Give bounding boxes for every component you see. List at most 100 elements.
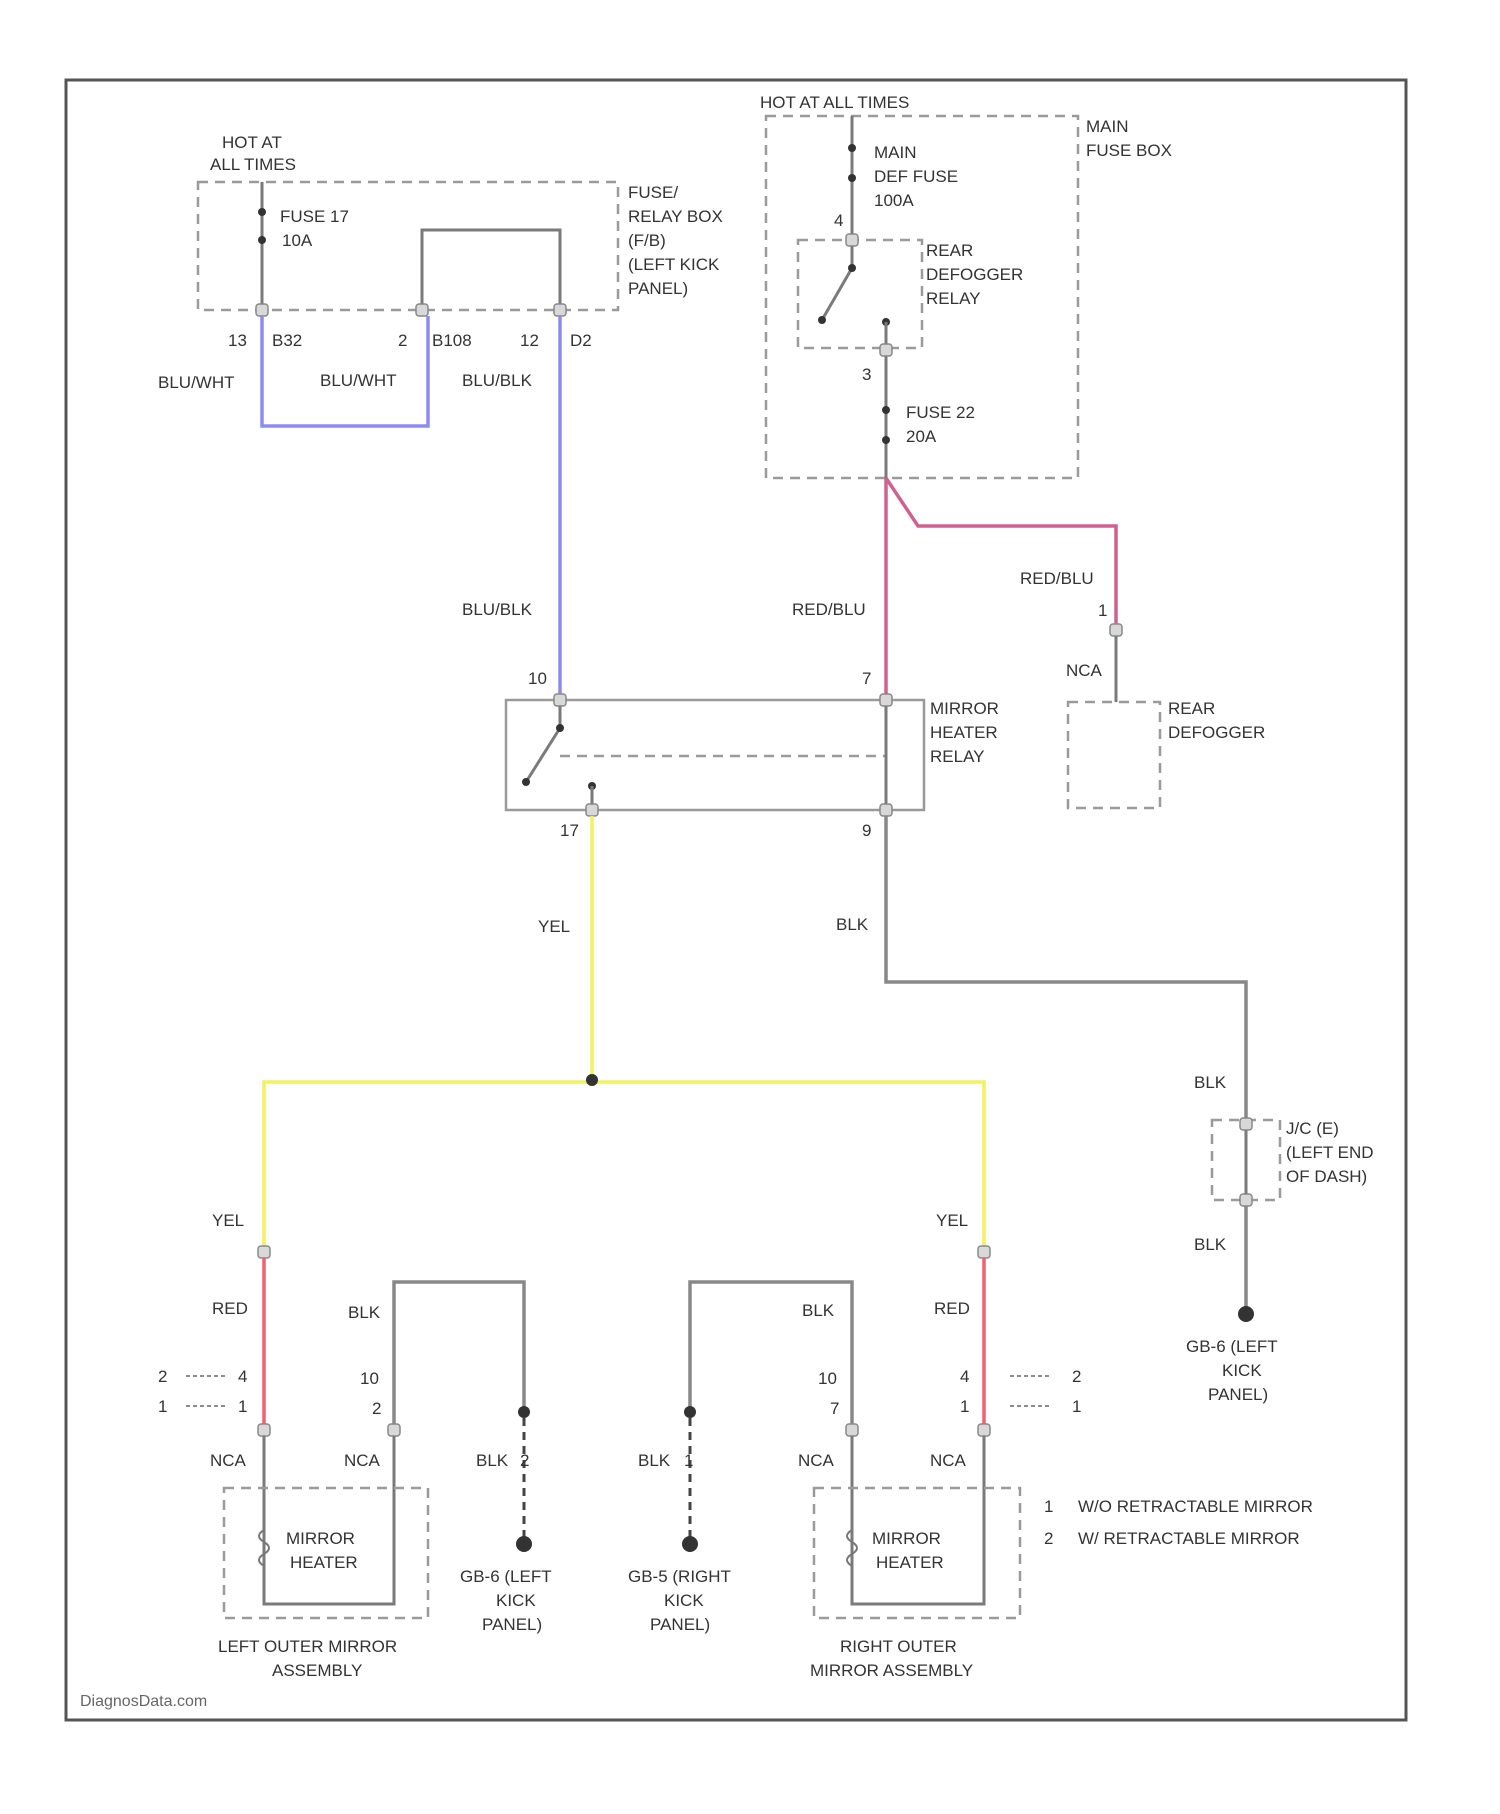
- main-fuse-dot-1: [848, 144, 856, 152]
- wire-yel-main-label: YEL: [538, 917, 570, 936]
- legend-2-number: 2: [1044, 1529, 1053, 1548]
- jc-terminal-top: [1240, 1118, 1252, 1130]
- blk-left-option-num: 2: [520, 1451, 529, 1470]
- g6-left-kick-b-label-2: KICK: [496, 1591, 536, 1610]
- rear-defogger-label-2: DEFOGGER: [1168, 723, 1265, 742]
- rear-defogger-relay-label-3: RELAY: [926, 289, 981, 308]
- wire-blu-wht-label-1: BLU/WHT: [158, 373, 235, 392]
- watermark: DiagnosData.com: [80, 1693, 207, 1710]
- left-outer-mirror-label-2: ASSEMBLY: [272, 1661, 362, 1680]
- pin-4: 4: [834, 211, 843, 230]
- pin-12: 12: [520, 331, 539, 350]
- fuse-22-label: FUSE 22: [906, 403, 975, 422]
- wire-blu-wht-label-2: BLU/WHT: [320, 371, 397, 390]
- mirror-heater-relay-switch-blade: [526, 728, 560, 782]
- option-right-1: 1: [1072, 1397, 1081, 1416]
- rear-defogger-relay-dot-b: [818, 316, 826, 324]
- nca-right-2: NCA: [930, 1451, 967, 1470]
- conn-b32: B32: [272, 331, 302, 350]
- nca-right-1: NCA: [798, 1451, 835, 1470]
- main-fuse-box-label-2: FUSE BOX: [1086, 141, 1172, 160]
- right-outer-mirror-label-2: MIRROR ASSEMBLY: [810, 1661, 973, 1680]
- wire-red-blu-label-2: RED/BLU: [1020, 569, 1094, 588]
- fuse-17-label: FUSE 17: [280, 207, 349, 226]
- pin-right-10: 10: [818, 1369, 837, 1388]
- pin-3: 3: [862, 365, 871, 384]
- pin-7: 7: [862, 669, 871, 688]
- rear-defogger-terminal: [1110, 624, 1122, 636]
- jc-label-2: (LEFT END: [1286, 1143, 1374, 1162]
- blk-left-option: BLK: [476, 1451, 509, 1470]
- wire-blk-jc-label-1: BLK: [1194, 1073, 1227, 1092]
- fuse-17-rating: 10A: [282, 231, 313, 250]
- wire-red-blu-label-1: RED/BLU: [792, 600, 866, 619]
- jc-label-1: J/C (E): [1286, 1119, 1339, 1138]
- main-fuse-label-3: 100A: [874, 191, 914, 210]
- wire-blk-right-label: BLK: [802, 1301, 835, 1320]
- fuse-relay-box-label-2: RELAY BOX: [628, 207, 723, 226]
- blk-right-option: BLK: [638, 1451, 671, 1470]
- mirror-heater-relay-label-3: RELAY: [930, 747, 985, 766]
- mirror-heater-left-label-1: MIRROR: [286, 1529, 355, 1548]
- blk-right-option-num: 1: [684, 1451, 693, 1470]
- mirror-heater-relay-label-2: HEATER: [930, 723, 998, 742]
- g6-left-kick-b-label-3: PANEL): [482, 1615, 542, 1634]
- left-blk-option-dot: [518, 1406, 530, 1418]
- wire-blk-left-loop: [394, 1282, 524, 1428]
- rear-defogger-relay-label-1: REAR: [926, 241, 973, 260]
- mirror-heater-relay-label-1: MIRROR: [930, 699, 999, 718]
- left-mirror-terminal-red: [258, 1424, 270, 1436]
- g6-left-kick-b-label-1: GB-6 (LEFT: [460, 1567, 552, 1586]
- wire-blu-blk-label-2: BLU/BLK: [462, 600, 533, 619]
- pin-1-rear-defogger: 1: [1098, 601, 1107, 620]
- nca-left-2: NCA: [344, 1451, 381, 1470]
- left-connector-yel-red: [258, 1246, 270, 1258]
- rear-defogger-outline: [1068, 702, 1160, 808]
- fuse-17-top-dot: [258, 208, 266, 216]
- hot-at-all-times-top: HOT AT ALL TIMES: [760, 93, 909, 112]
- wire-blk-left-label: BLK: [348, 1303, 381, 1322]
- wire-blk-main: [886, 816, 1246, 1122]
- rear-defogger-relay-terminal-4: [846, 234, 858, 246]
- right-connector-yel-red: [978, 1246, 990, 1258]
- wire-yel-right-label: YEL: [936, 1211, 968, 1230]
- pin-2: 2: [398, 331, 407, 350]
- pin-right-7: 7: [830, 1399, 839, 1418]
- fuse-box-terminal-d2: [554, 304, 566, 316]
- hot-at-all-times-left-2: ALL TIMES: [210, 155, 296, 174]
- legend-2-text: W/ RETRACTABLE MIRROR: [1078, 1529, 1300, 1548]
- wire-blu-blk-label-1: BLU/BLK: [462, 371, 533, 390]
- wire-red-right-label: RED: [934, 1299, 970, 1318]
- diagram-frame: [66, 80, 1406, 1720]
- conn-d2: D2: [570, 331, 592, 350]
- g6-left-kick-a-label-2: KICK: [1222, 1361, 1262, 1380]
- pin-left-4: 4: [238, 1367, 247, 1386]
- wire-yel-split: [264, 1082, 984, 1248]
- right-outer-mirror-label-1: RIGHT OUTER: [840, 1637, 957, 1656]
- option-left-2: 2: [158, 1367, 167, 1386]
- rear-defogger-relay-terminal-3: [880, 344, 892, 356]
- pin-left-10: 10: [360, 1369, 379, 1388]
- rear-defogger-relay-contact: [822, 268, 852, 320]
- fuse-22-rating: 20A: [906, 427, 937, 446]
- mirror-heater-relay-terminal-7: [880, 694, 892, 706]
- ground-g6-left-kick-a: [1238, 1306, 1254, 1322]
- fuse-22-dot-2: [882, 436, 890, 444]
- rear-defogger-label-1: REAR: [1168, 699, 1215, 718]
- fuse-box-terminal-b32: [256, 304, 268, 316]
- g5-right-kick-label-2: KICK: [664, 1591, 704, 1610]
- fuse-box-terminal-b108: [416, 304, 428, 316]
- option-left-1: 1: [158, 1397, 167, 1416]
- pin-13: 13: [228, 331, 247, 350]
- fuse-17-bottom-dot: [258, 236, 266, 244]
- ground-g6-left-kick-b: [516, 1536, 532, 1552]
- mirror-heater-relay-dot-a: [556, 724, 564, 732]
- rear-defogger-relay-dot-a: [848, 264, 856, 272]
- jc-label-3: OF DASH): [1286, 1167, 1367, 1186]
- mirror-heater-relay-terminal-9: [880, 804, 892, 816]
- option-right-2: 2: [1072, 1367, 1081, 1386]
- pin-left-2: 2: [372, 1399, 381, 1418]
- legend-1-number: 1: [1044, 1497, 1053, 1516]
- wire-blk-jc-label-2: BLK: [1194, 1235, 1227, 1254]
